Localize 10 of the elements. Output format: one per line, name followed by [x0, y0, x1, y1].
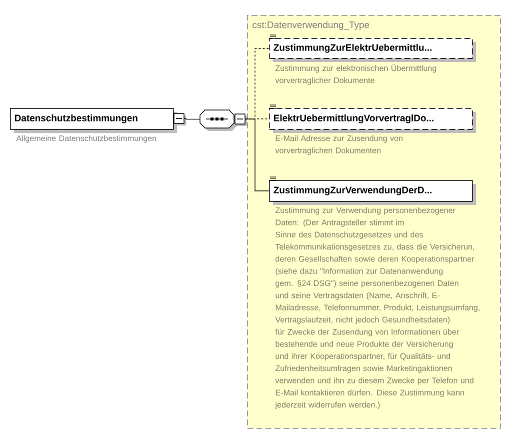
description-text: Zustimmung zur elektronischen Übermittlung vorvertraglicher Dokumente: [275, 64, 436, 85]
element-box: ZustimmungZurElektrUebermittlu...: [269, 34, 476, 62]
element-box: ZustimmungZurVerwendungDerD...: [269, 176, 476, 205]
connector-line: [184, 118, 200, 120]
description-text: E-Mail Adresse zur Zusendung von vorvertraglichen Dokumenten: [275, 135, 402, 155]
element-box: Datenschutzbestimmungen: [10, 108, 177, 133]
element-box: ElektrUebermittlungVorvertraglDo...: [269, 104, 476, 133]
connector-line: [245, 118, 270, 192]
description-text: Zustimmung zur Verwendung personenbezogener Daten: (Der Antragsteller stimmt im Sinne des Datenschutzgesetzes und des Telekommunikationsgesetzes zu, dass die Versicherun, deren Gesellschaften sowie deren Kooperationspartner (siehe dazu "Information zur Datenanwendung gem. §24 DSG") seine personenbezogenen Daten und seine Vertragsdaten (Name, Anschrift, E-Mailadresse, Telefonnummer, Produkt, Leistungsumfang, Vertragslaufzeit, nicht jedoch Gesundheitsdaten) für Zwecke der Zusendung von Informationen über bestehende und neue Produkte der Versicherung und ihrer Kooperationspartner, für Qualitäts- und Zufriedenheitsumfragen sowie Marketingaktionen verwenden und ihn zu diesem Zwecke per Telefon und E-Mail kontaktieren dürfen. Diese Zustimmung kann jederzeit widerrufen werden.): [275, 207, 480, 410]
description-text: Allgemeine Datenschutzbestimmungen: [16, 135, 156, 143]
